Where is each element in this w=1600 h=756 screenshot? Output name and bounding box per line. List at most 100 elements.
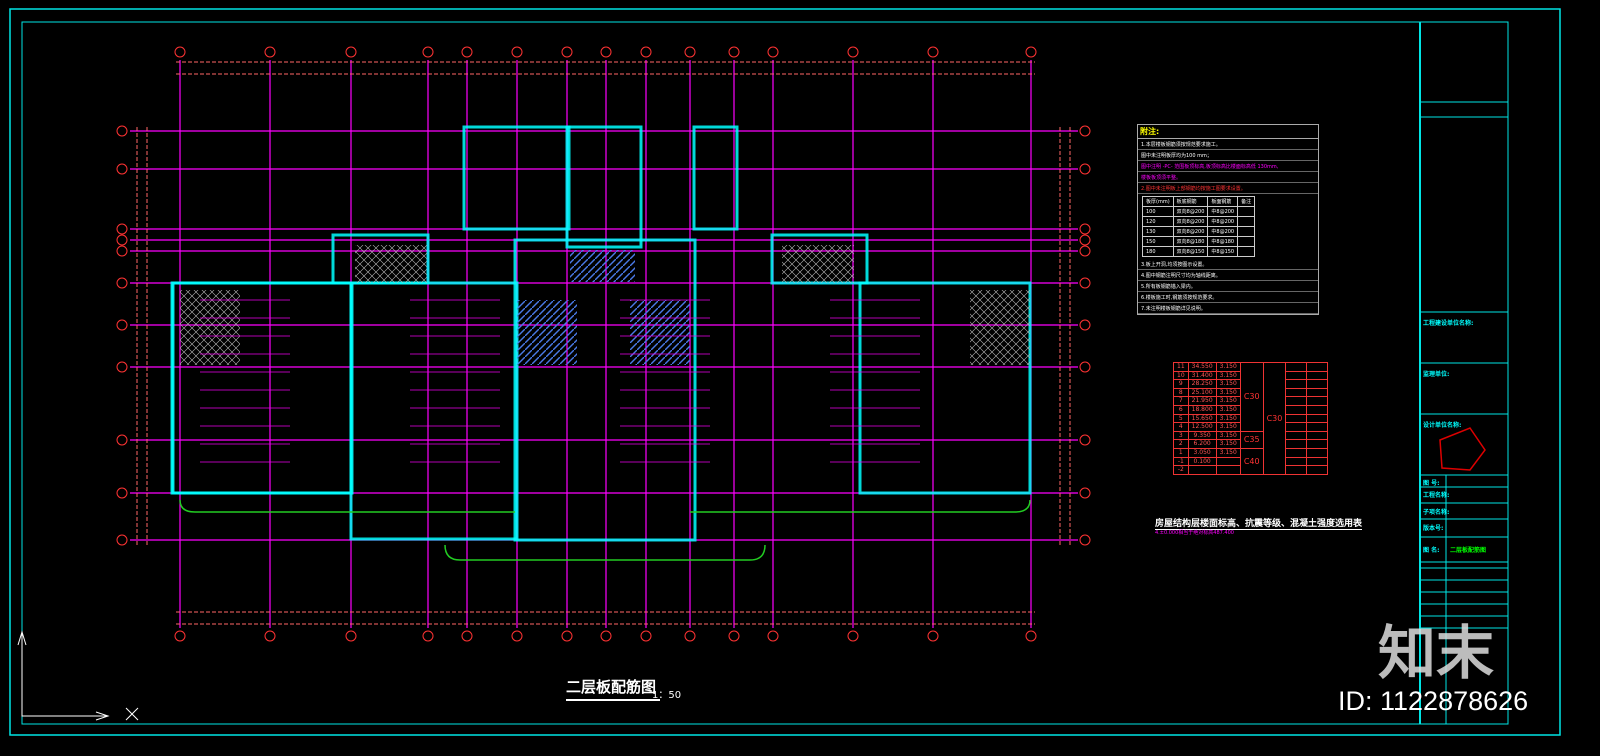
axis-bubble — [264, 46, 276, 58]
cell — [1306, 447, 1329, 458]
cell: 21.950 — [1187, 396, 1217, 406]
cell: 34.550 — [1187, 362, 1217, 372]
axis-bubble — [767, 46, 779, 58]
cell — [1285, 413, 1308, 424]
watermark-logo: 知末 — [1378, 619, 1495, 687]
axis-bubble — [116, 277, 128, 289]
cell — [1306, 465, 1329, 475]
cell: 120 — [1142, 216, 1174, 227]
drawing-scale: 1：50 — [652, 690, 682, 701]
cell: 8 — [1173, 387, 1189, 398]
note-line: 1.本层楼板钢筋须按规范要求施工。 — [1138, 139, 1318, 150]
cell — [1306, 430, 1329, 441]
cell: 25.100 — [1187, 387, 1217, 398]
tb-sheet-name: 二层板配筋图 — [1450, 547, 1487, 554]
cell: 3.150 — [1215, 362, 1241, 372]
cell: 3.150 — [1215, 387, 1241, 398]
cell — [1285, 404, 1308, 415]
cell: 18.800 — [1187, 404, 1217, 415]
elevation-table-caption: 房屋结构层楼面标高、抗震等级、混凝土强度选用表 — [1155, 516, 1363, 530]
concrete-grade: C35 — [1239, 430, 1264, 449]
cell: 3.150 — [1215, 396, 1241, 406]
balcony-outline — [179, 499, 1031, 513]
cell: 双向8@200 — [1172, 226, 1209, 237]
balcony-outline — [444, 544, 766, 561]
axis-bubble — [116, 223, 128, 235]
cell: 28.250 — [1187, 379, 1217, 389]
tb-label: 设计单位名称: — [1423, 422, 1462, 429]
cell — [1237, 226, 1256, 237]
axis-bubble — [116, 487, 128, 499]
axis-bubble — [847, 630, 859, 642]
axis-bubble — [1079, 223, 1091, 235]
cell: 180 — [1142, 246, 1174, 257]
axis-bubble — [116, 125, 128, 137]
th: 板面钢筋 — [1207, 196, 1239, 207]
wall — [171, 281, 353, 495]
cell — [1306, 439, 1329, 449]
tb-label: 图 名: — [1423, 547, 1440, 554]
concrete-grade: C30 — [1239, 362, 1264, 432]
cell — [1306, 456, 1329, 467]
cell: 7 — [1173, 396, 1189, 406]
axis-bubble — [511, 630, 523, 642]
note-line: 3.板上开洞,均须按图示设置。 — [1138, 259, 1318, 270]
cell: 5 — [1173, 413, 1189, 424]
axis-bubble — [116, 361, 128, 373]
axis-bubble — [561, 46, 573, 58]
tb-label: 监理单位: — [1423, 371, 1450, 378]
axis-bubble — [684, 630, 696, 642]
axis-bubble — [422, 630, 434, 642]
axis-bubble — [728, 630, 740, 642]
cell: 中8@180 — [1207, 236, 1239, 247]
cell — [1237, 216, 1256, 227]
cell: 2 — [1173, 439, 1189, 449]
cell — [1285, 370, 1308, 381]
outer-frame — [9, 8, 1561, 736]
tb-label: 图 号: — [1423, 480, 1440, 487]
cell: 15.650 — [1187, 413, 1217, 424]
cell: 中8@200 — [1207, 226, 1239, 237]
axis-bubble — [1079, 245, 1091, 257]
elevation-row: -2 — [1173, 465, 1329, 475]
cell — [1306, 404, 1329, 415]
cell: 11 — [1173, 362, 1189, 372]
axis-bubble — [1079, 277, 1091, 289]
cell — [1237, 206, 1256, 217]
hatched-area — [517, 300, 577, 365]
axis-bubble — [461, 630, 473, 642]
axis-bubble — [116, 245, 128, 257]
hatched-area — [970, 290, 1030, 365]
cell: 双向8@150 — [1172, 246, 1209, 257]
axis-bubble — [116, 319, 128, 331]
cell — [1285, 387, 1308, 398]
cell: 中8@150 — [1207, 246, 1239, 257]
cell: 6 — [1173, 404, 1189, 415]
axis-bubble — [422, 46, 434, 58]
axis-bubble — [461, 46, 473, 58]
note-line: 6.楼板施工时,钢筋须按规范要求。 — [1138, 292, 1318, 303]
note-line: 7.未注明楼板钢筋详见说明。 — [1138, 303, 1318, 314]
axis-bubble — [767, 630, 779, 642]
axis-bubble — [1079, 125, 1091, 137]
axis-bubble — [1079, 487, 1091, 499]
cell — [1285, 396, 1308, 406]
cell — [1285, 422, 1308, 432]
axis-bubble — [600, 630, 612, 642]
cell: 12.500 — [1187, 422, 1217, 432]
cell: 中8@200 — [1207, 216, 1239, 227]
cell — [1187, 465, 1217, 475]
wall — [858, 281, 1032, 495]
axis-bubble — [927, 46, 939, 58]
cell: 双向8@200 — [1172, 216, 1209, 227]
cell: 4 — [1173, 422, 1189, 432]
note-line: 图中未注明板厚均为100 mm； — [1138, 150, 1318, 161]
axis-bubble — [264, 630, 276, 642]
